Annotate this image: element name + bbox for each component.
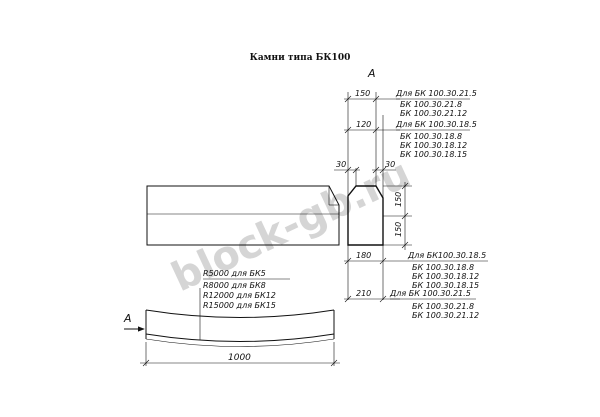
svg-text:R5000 для БК5: R5000 для БК5: [203, 269, 266, 278]
label-bk-21-12: БК 100.30.21.12: [400, 109, 467, 118]
section-label: A: [367, 67, 376, 80]
label-bk-18-8: БК 100.30.18.8: [400, 132, 462, 141]
svg-text:180: 180: [356, 251, 371, 260]
dim-1000: 1000: [140, 342, 340, 367]
svg-text:30: 30: [336, 160, 346, 169]
label-b-bk-21-8: БК 100.30.21.8: [412, 302, 474, 311]
label-b-bk-18-15: БК 100.30.18.15: [412, 281, 479, 290]
svg-text:150: 150: [394, 222, 403, 237]
svg-text:1000: 1000: [228, 353, 251, 363]
svg-text:150: 150: [355, 89, 370, 98]
dim-30-left: 30: [334, 160, 360, 174]
label-for-bk100-18-5: Для БК100.30.18.5: [407, 251, 486, 260]
front-view-block: [146, 185, 340, 246]
svg-text:R12000 для БК12: R12000 для БК12: [203, 291, 276, 300]
label-b-bk-18-12: БК 100.30.18.12: [412, 272, 479, 281]
svg-text:R8000 для БК8: R8000 для БК8: [203, 281, 266, 290]
plan-view-curved: [145, 288, 335, 347]
watermark: block-gb.ru: [165, 151, 418, 301]
svg-text:150: 150: [394, 192, 403, 207]
section-view: [347, 92, 412, 300]
view-arrow-a: A: [123, 312, 145, 332]
svg-text:R15000 для БК15: R15000 для БК15: [203, 301, 276, 310]
label-for-bk-18-5: Для БК 100.30.18.5: [395, 120, 477, 129]
label-bk-18-12: БК 100.30.18.12: [400, 141, 467, 150]
label-b-bk-18-8: БК 100.30.18.8: [412, 263, 474, 272]
label-for-bk-21-5: Для БК 100.30.21.5: [395, 89, 477, 98]
dim-30-right: 30: [372, 160, 396, 174]
label-for-bk-21-5-bottom: Для БК 100.30.21.5: [389, 289, 471, 298]
label-b-bk-21-12: БК 100.30.21.12: [412, 311, 479, 320]
dim-180: 180: [344, 251, 408, 265]
label-bk-21-8: БК 100.30.21.8: [400, 100, 462, 109]
drawing-title: Камни типа БК100: [250, 53, 351, 63]
svg-text:30: 30: [385, 160, 395, 169]
dim-120: 120: [344, 120, 400, 134]
label-bk-18-15: БК 100.30.18.15: [400, 150, 467, 159]
radius-labels: R5000 для БК5 R8000 для БК8 R12000 для Б…: [203, 269, 290, 310]
dim-150: 150: [344, 89, 400, 103]
svg-text:210: 210: [356, 289, 371, 298]
dim-vertical-150: 150 150: [394, 182, 409, 250]
svg-text:120: 120: [356, 120, 371, 129]
svg-text:A: A: [123, 312, 132, 325]
